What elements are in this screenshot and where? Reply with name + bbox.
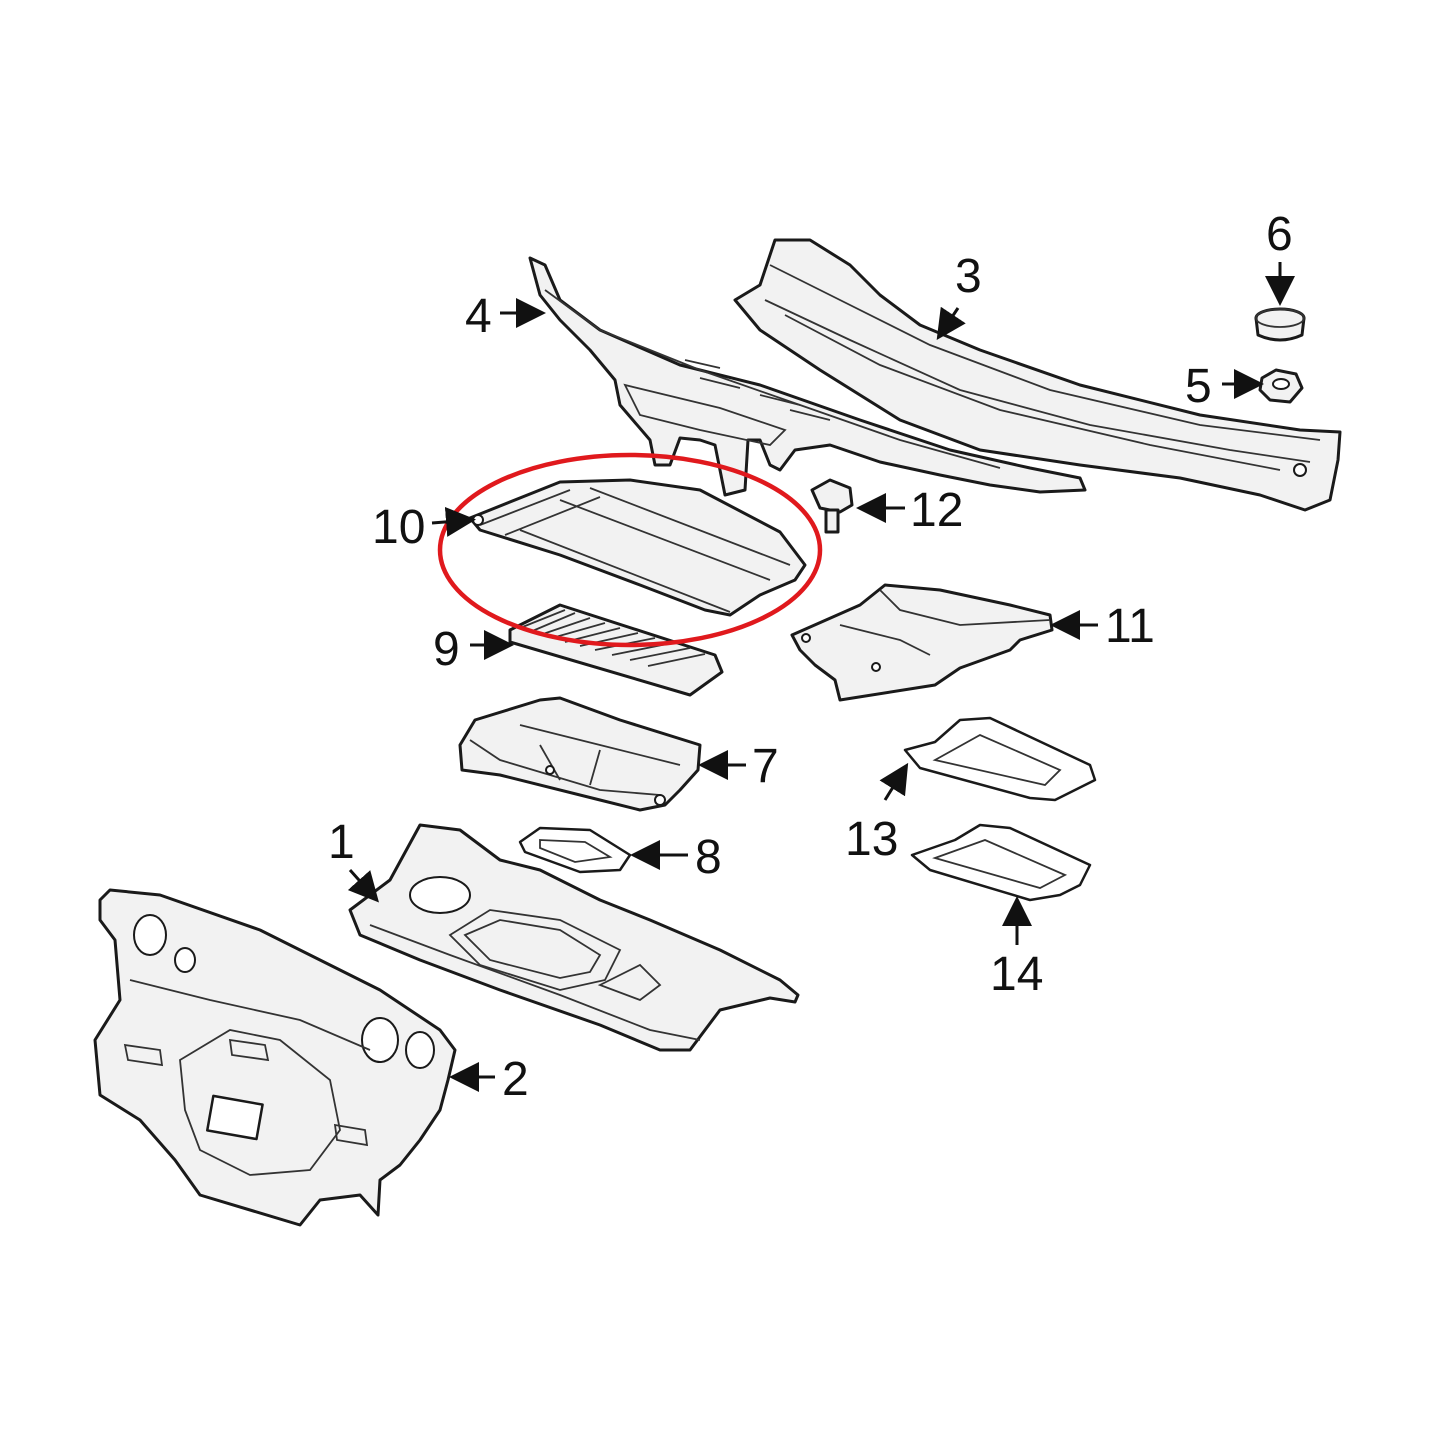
callout-12: 12 bbox=[910, 484, 963, 537]
callout-7: 7 bbox=[752, 740, 779, 793]
part-3-cowl-panel bbox=[733, 238, 1342, 512]
part-2-dash-insulator bbox=[93, 888, 457, 1227]
part-12-fastener bbox=[810, 478, 854, 534]
callout-10: 10 bbox=[372, 501, 425, 554]
part-4-cowl-grille bbox=[528, 256, 1087, 497]
callout-13: 13 bbox=[845, 813, 898, 866]
part-10-panel bbox=[468, 478, 807, 617]
part-5-nut bbox=[1258, 368, 1304, 404]
part-14-gasket bbox=[910, 823, 1092, 902]
part-6-cap bbox=[1254, 307, 1306, 342]
part-13-frame bbox=[903, 716, 1097, 802]
callout-14: 14 bbox=[990, 948, 1043, 1001]
callout-2: 2 bbox=[502, 1053, 529, 1106]
part-9-filter bbox=[508, 603, 724, 697]
callout-4: 4 bbox=[465, 290, 492, 343]
callout-3: 3 bbox=[955, 250, 982, 303]
callout-6: 6 bbox=[1266, 208, 1293, 261]
part-7-cover bbox=[458, 696, 702, 812]
callout-5: 5 bbox=[1185, 360, 1212, 413]
part-1-plenum bbox=[348, 823, 800, 1052]
callout-1: 1 bbox=[328, 816, 355, 869]
part-8-gasket bbox=[518, 826, 632, 874]
callout-8: 8 bbox=[695, 831, 722, 884]
leader-lines bbox=[347, 262, 1295, 1092]
highlight-ellipse bbox=[437, 452, 823, 648]
callout-9: 9 bbox=[433, 623, 460, 676]
part-11-insulator bbox=[790, 583, 1054, 702]
callout-11: 11 bbox=[1105, 600, 1155, 653]
